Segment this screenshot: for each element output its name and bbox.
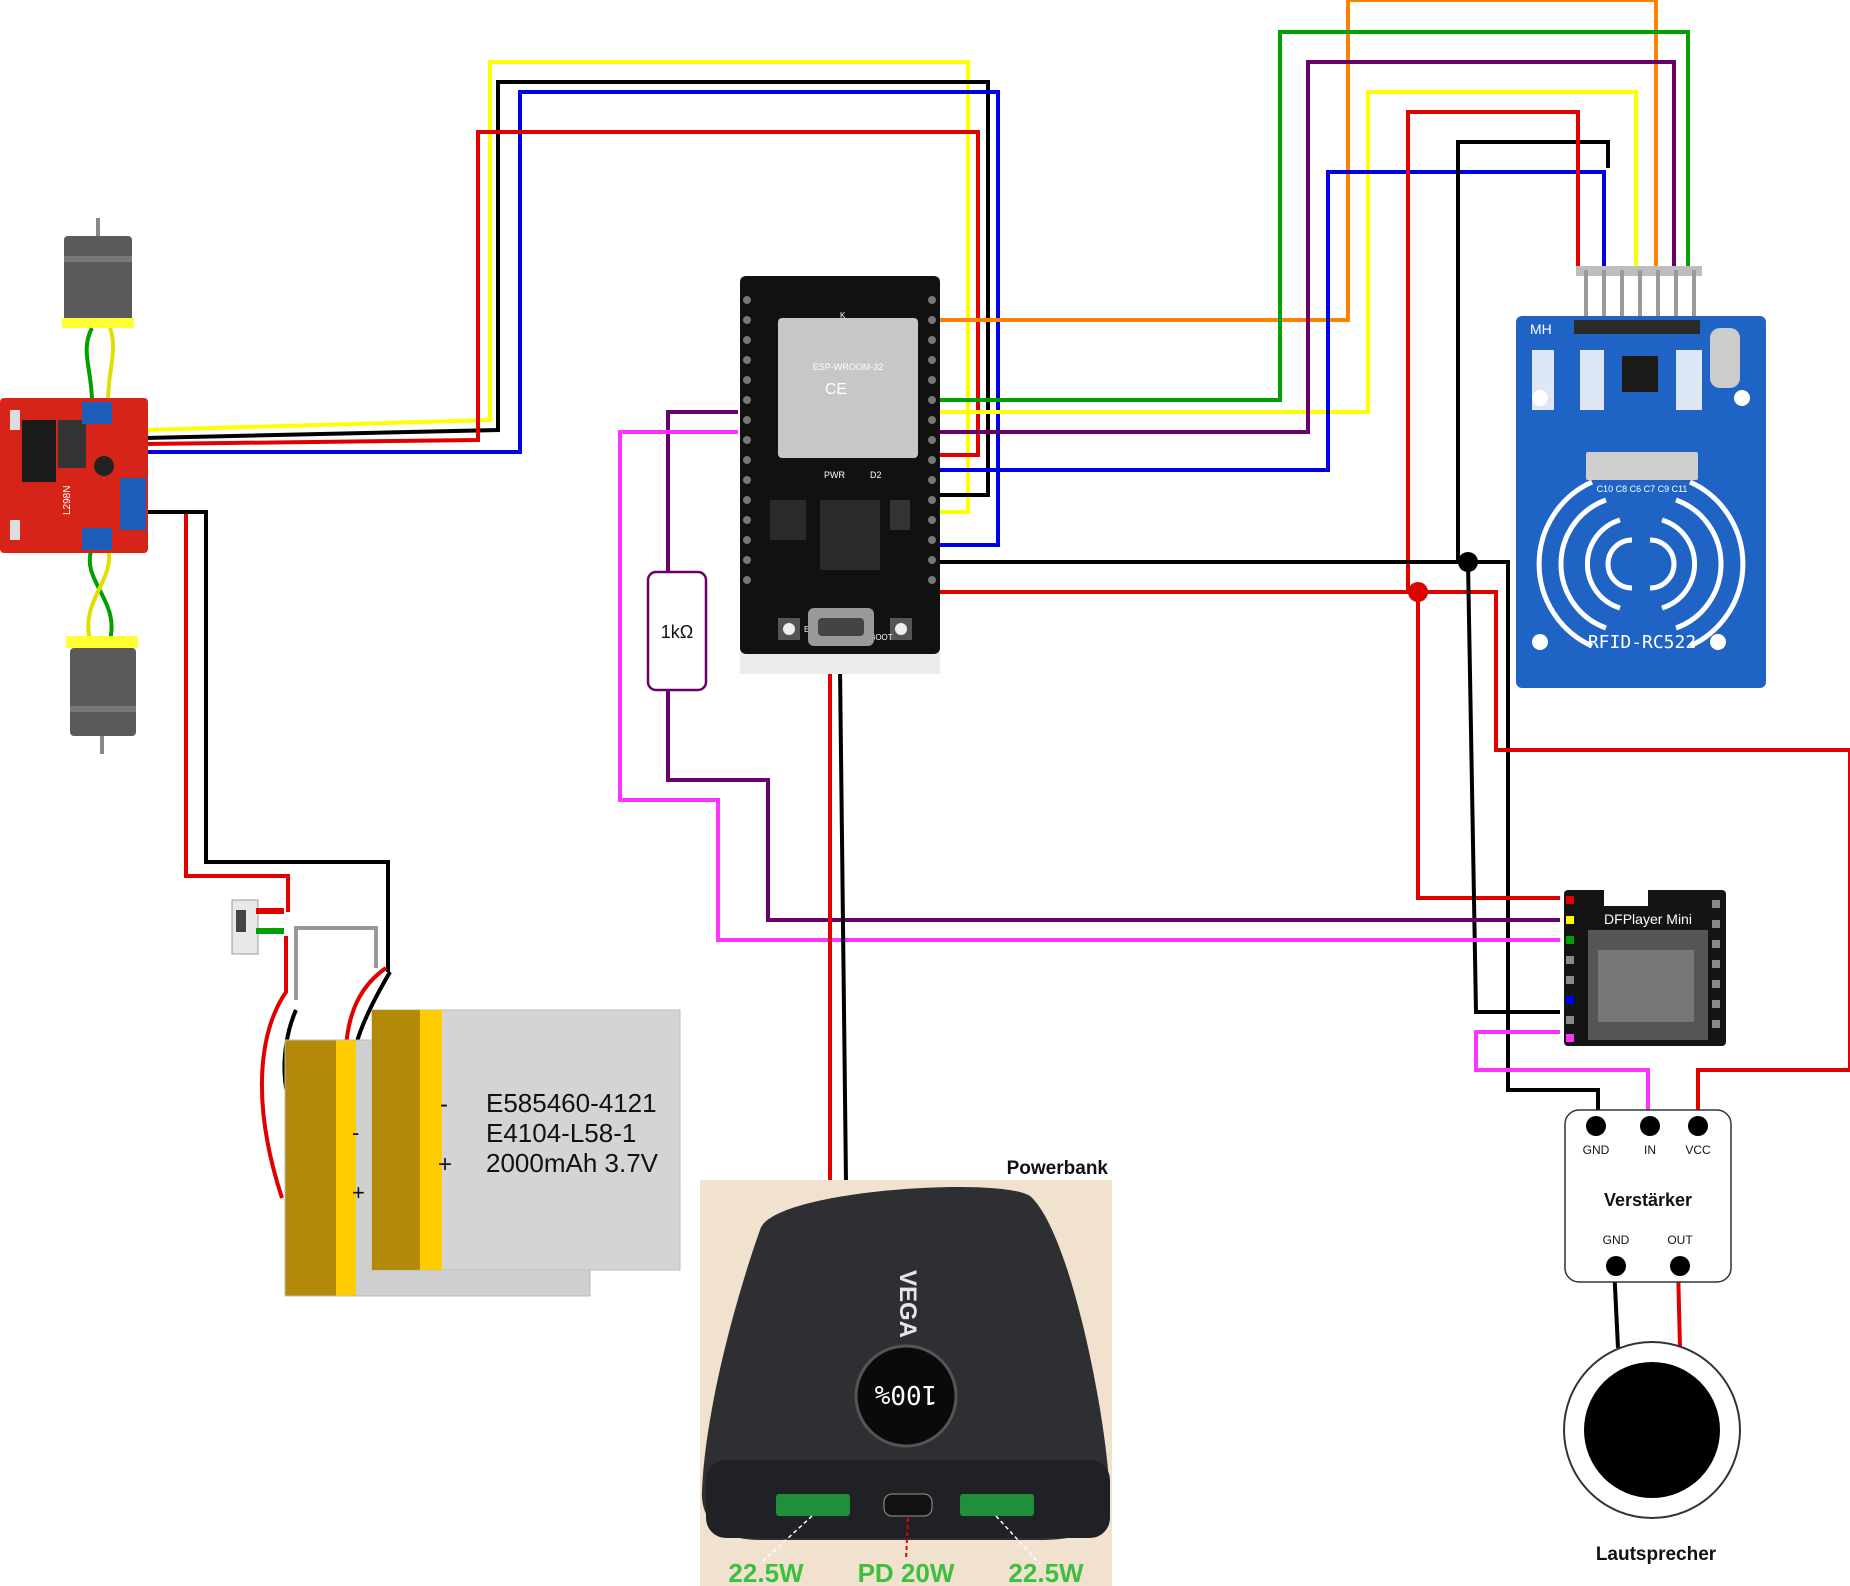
powerbank-port-right: 22.5W <box>1008 1558 1084 1586</box>
amp-pin-vcc <box>1688 1116 1708 1136</box>
esp32-board: ESP-WROOM-32 CE K PWR D2 EN BOOT <box>740 276 940 674</box>
wire-yellow-motor-top <box>106 327 116 403</box>
wire-red-3v3-bus <box>935 590 1850 1118</box>
powerbank-port-left: 22.5W <box>728 1558 804 1586</box>
battery-back-plus: + <box>352 1180 365 1205</box>
wire-green-esp-rfid <box>935 30 1690 402</box>
esp32-ce-mark: CE <box>825 381 847 398</box>
amplifier: GND IN VCC Verstärker GND OUT <box>1564 1109 1732 1283</box>
amp-label-gnd-out: GND <box>1603 1233 1630 1247</box>
amp-pin-out <box>1670 1256 1690 1276</box>
wire-red-dfplayer-vcc <box>1416 592 1560 900</box>
wire-purple-esp-rfid <box>935 60 1676 434</box>
esp32-chip-label: ESP-WROOM-32 <box>813 362 884 372</box>
rfid-cap-labels: C10 C8 C6 C7 C9 C11 <box>1597 484 1688 494</box>
esp32-d2-label: D2 <box>870 470 882 480</box>
rfid-mh-label: MH <box>1530 321 1552 337</box>
battery-line-2: E4104-L58-1 <box>486 1118 636 1148</box>
amp-label-in: IN <box>1644 1143 1656 1157</box>
speaker: Lautsprecher <box>1563 1341 1741 1565</box>
battery-front: E585460-4121 E4104-L58-1 2000mAh 3.7V - … <box>352 1009 681 1271</box>
wire-magenta-esp-dfplayer <box>618 430 1560 942</box>
amp-label-out: OUT <box>1667 1233 1693 1247</box>
motor-top <box>62 218 134 328</box>
esp32-pwr-label: PWR <box>824 470 845 480</box>
powerbank-port-mid: PD 20W <box>858 1558 955 1586</box>
wire-blue-esp-rfid <box>935 170 1606 472</box>
wire-black-powerbank <box>838 667 848 1183</box>
wire-black-l298n-esp <box>144 80 990 497</box>
powerbank: Powerbank VEGA 100% 22.5W PD 20W 22.5W <box>700 1158 1112 1586</box>
wire-yellow-motor-bottom <box>86 547 112 641</box>
dfplayer-label: DFPlayer Mini <box>1604 911 1692 927</box>
rfid-label: RFID-RC522 <box>1588 632 1696 653</box>
rfid-module: MH C10 C8 C6 C7 C9 C11 RFID-RC522 <box>1516 266 1766 688</box>
battery-line-1: E585460-4121 <box>486 1088 657 1118</box>
amp-title: Verstärker <box>1604 1190 1692 1210</box>
amp-label-vcc: VCC <box>1685 1143 1711 1157</box>
wire-gray-battery-link <box>294 926 378 1000</box>
motor-driver: L298N <box>0 398 148 553</box>
wire-yellow-esp-rfid <box>935 90 1638 414</box>
amp-pin-gnd-in <box>1586 1116 1606 1136</box>
speaker-label: Lautsprecher <box>1596 1544 1717 1565</box>
junction-red <box>1408 582 1428 602</box>
powerbank-brand: VEGA <box>894 1270 921 1338</box>
wire-black-l298n-power <box>145 510 390 972</box>
wires <box>84 0 1850 1349</box>
power-switch <box>231 899 284 955</box>
esp32-boot-label: BOOT <box>870 633 893 642</box>
esp32-k-label: K <box>840 311 846 320</box>
wire-purple-esp-dfplayer <box>666 410 738 575</box>
resistor-label: 1kΩ <box>661 622 693 642</box>
motor-driver-label: L298N <box>62 486 73 515</box>
resistor: 1kΩ <box>646 570 708 692</box>
amp-pin-in <box>1640 1116 1660 1136</box>
amp-pin-gnd-out <box>1606 1256 1626 1276</box>
dfplayer-module: DFPlayer Mini <box>1564 890 1726 1046</box>
wire-purple-resistor-dfplayer <box>666 690 1560 922</box>
powerbank-title: Powerbank <box>1007 1158 1109 1179</box>
wire-black-dfplayer-gnd <box>1466 561 1560 1014</box>
battery-back-minus: - <box>352 1120 359 1145</box>
junction-black <box>1458 552 1478 572</box>
wire-red-l298n-esp <box>144 130 980 457</box>
battery-minus: - <box>440 1091 448 1118</box>
wire-red-l298n-power <box>145 510 290 912</box>
battery-plus: + <box>438 1151 452 1178</box>
wire-orange-esp-rfid <box>935 0 1658 322</box>
wire-magenta-dfplayer-amp <box>1474 1030 1650 1120</box>
powerbank-display: 100% <box>874 1379 937 1409</box>
wire-blue-l298n-esp <box>145 90 1000 547</box>
battery-line-3: 2000mAh 3.7V <box>486 1148 659 1178</box>
wire-yellow-l298n-esp <box>144 60 970 514</box>
wire-green-motor-top <box>84 327 94 403</box>
motor-bottom <box>66 636 138 754</box>
wire-black-gnd-bus <box>935 560 1600 1120</box>
amp-label-gnd-in: GND <box>1583 1143 1610 1157</box>
wire-red-switch-battery <box>259 936 288 1199</box>
